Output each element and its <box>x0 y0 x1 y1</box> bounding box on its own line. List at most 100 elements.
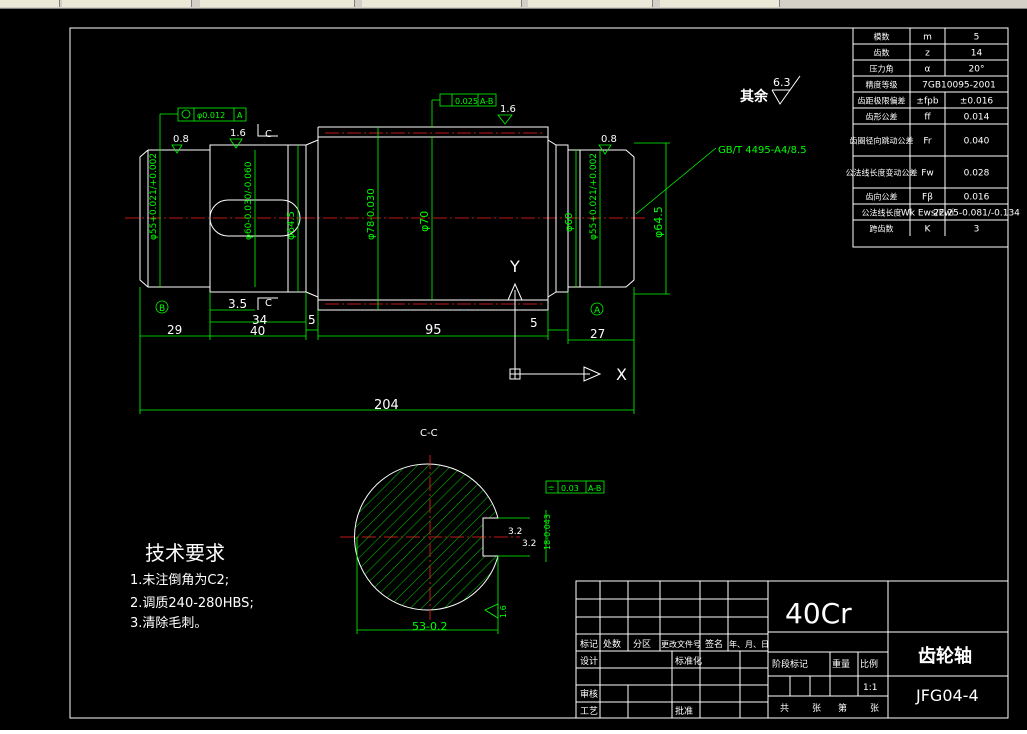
dim-phi60-right: φ60 <box>564 213 575 232</box>
section-gtol-ref: A-B <box>588 484 601 493</box>
dim-29: 29 <box>167 323 182 337</box>
chamfer-right <box>547 139 557 298</box>
tb-header-sign: 签名 <box>705 638 723 650</box>
tech-note-1: 1.未注倒角为C2; <box>130 573 229 588</box>
param-cell-1-1: z <box>925 49 930 59</box>
tab-3[interactable] <box>200 0 355 7</box>
dim-phi55-left: φ55+0.021/+0.002 <box>149 153 159 240</box>
technical-requirements: 技术要求 1.未注倒角为C2; 2.调质240-280HBS; 3.清除毛刺。 <box>130 541 254 631</box>
param-cell-8-1: Fβ <box>922 193 933 203</box>
datum-b: B <box>159 304 165 314</box>
section-title: C-C <box>420 428 438 439</box>
finish-note: 其余 <box>740 88 769 105</box>
param-cell-7-1: Fw <box>921 169 934 179</box>
roughness-1-6-left: 1.6 <box>230 128 246 139</box>
svg-text:⌯: ⌯ <box>548 483 555 492</box>
tb-drawing-no: JFG04-4 <box>915 686 979 705</box>
param-cell-5-1: ff <box>924 113 931 123</box>
dim-phi64-5-right: φ64.5 <box>652 206 665 238</box>
param-cell-8-2: 0.016 <box>964 193 990 203</box>
param-cell-4-1: ±fpb <box>916 97 938 107</box>
title-block: 标记 处数 分区 更改文件号 签名 年、月、日 设计 标准化 审核 工艺 批准 … <box>575 580 1009 719</box>
gtol-top-ref: A-B <box>480 97 493 106</box>
dim-phi64-5-left: φ64.5 <box>286 211 297 240</box>
param-cell-5-2: 0.014 <box>964 113 990 123</box>
section-gtol-value: 0.03 <box>561 484 579 493</box>
chamfer-left <box>305 139 319 298</box>
param-cell-10-2: 3 <box>974 225 980 235</box>
shoulder-left <box>288 144 307 293</box>
key-section <box>209 144 289 293</box>
gtol-top-value: 0.025 <box>455 97 478 106</box>
tb-process: 工艺 <box>580 706 598 717</box>
param-cell-1-0: 齿数 <box>874 48 890 58</box>
horizontal-dimensions: 3.5 34 29 40 5 95 5 27 204 <box>139 287 635 414</box>
param-cell-9-0: 公法线长度 <box>862 208 902 218</box>
roughness-1-6-gear: 1.6 <box>500 104 516 115</box>
tb-header-docno: 更改文件号 <box>661 639 701 649</box>
roughness-0-8-right: 0.8 <box>601 134 617 145</box>
section-dim-3-2a: 3.2 <box>508 527 522 537</box>
tb-weight: 重量 <box>832 658 850 670</box>
dim-3-5: 3.5 <box>228 297 247 311</box>
param-cell-10-1: K <box>925 225 932 235</box>
tab-1[interactable] <box>0 0 60 7</box>
axis-y-label: Y <box>509 257 520 276</box>
gtol-left-value: φ0.012 <box>197 111 225 120</box>
tb-stage: 阶段标记 <box>772 658 808 670</box>
param-cell-8-0: 齿向公差 <box>866 192 898 202</box>
dim-phi70: φ70 <box>418 211 431 232</box>
param-cell-1-2: 14 <box>971 49 983 59</box>
section-c-c: C-C ⌯ 0.03 A-B 3.2 3.2 18-0.043 53-0.2 1… <box>340 428 605 634</box>
param-cell-9-2: 22.25-0.081/-0.134 <box>933 209 1020 219</box>
param-cell-9-1: Wk Ews/Ewi <box>901 209 954 219</box>
dim-5-right: 5 <box>530 316 538 330</box>
tab-4[interactable] <box>362 0 522 7</box>
section-mark-bottom: C <box>265 298 272 309</box>
param-cell-10-0: 跨齿数 <box>870 224 894 234</box>
app-tab-strip <box>0 0 1027 9</box>
dim-phi55-right: φ55+0.021/+0.002 <box>589 153 599 240</box>
dim-5-left: 5 <box>308 313 316 327</box>
tb-header-count: 处数 <box>603 638 621 650</box>
param-cell-0-0: 模数 <box>874 32 890 42</box>
tb-scale-label: 比例 <box>860 658 878 670</box>
tab-5[interactable] <box>528 0 653 7</box>
param-cell-7-2: 0.028 <box>964 169 990 179</box>
tech-note-2: 2.调质240-280HBS; <box>130 596 254 611</box>
tb-header-zone: 分区 <box>633 639 651 650</box>
param-cell-0-2: 5 <box>974 33 980 43</box>
param-cell-5-0: 齿形公差 <box>866 112 898 122</box>
dim-phi78: φ78-0.030 <box>366 188 377 240</box>
cad-drawing-canvas[interactable]: φ55+0.021/+0.002 φ60-0.030/-0.060 φ64.5 … <box>0 9 1027 730</box>
finish-value: 6.3 <box>773 76 791 89</box>
datum-a: A <box>594 306 601 316</box>
shoulder-right <box>556 144 569 293</box>
param-cell-4-0: 齿距极限偏差 <box>858 96 906 106</box>
param-cell-2-2: 20° <box>969 65 985 75</box>
tech-title: 技术要求 <box>145 541 225 565</box>
param-cell-2-1: α <box>925 65 931 75</box>
param-cell-0-1: m <box>923 33 932 43</box>
tab-6[interactable] <box>660 0 780 7</box>
param-cell-6-0: 齿圈径向跳动公差 <box>850 136 914 146</box>
tb-standard: 标准化 <box>675 655 702 667</box>
dim-204: 204 <box>374 398 399 413</box>
right-journal <box>568 149 635 288</box>
param-cell-6-1: Fr <box>923 137 932 147</box>
tb-scale: 1:1 <box>863 683 877 693</box>
section-mark-top: C <box>265 129 272 140</box>
tb-sheet: 张 <box>870 703 879 714</box>
vertical-dimensions: φ55+0.021/+0.002 φ60-0.030/-0.060 φ64.5 … <box>149 127 670 310</box>
dim-34: 34 <box>252 313 267 327</box>
tab-2[interactable] <box>62 0 192 7</box>
section-dim-3-2b: 3.2 <box>522 539 536 549</box>
tb-design: 设计 <box>580 655 598 667</box>
tb-review: 审核 <box>580 688 598 700</box>
gtol-left-ref: A <box>237 111 243 120</box>
section-dim-18: 18-0.043 <box>543 514 552 550</box>
param-cell-3-1: 7GB10095-2001 <box>922 81 996 91</box>
tb-header-mark: 标记 <box>580 638 598 650</box>
ucs-icon: X Y <box>507 257 627 384</box>
